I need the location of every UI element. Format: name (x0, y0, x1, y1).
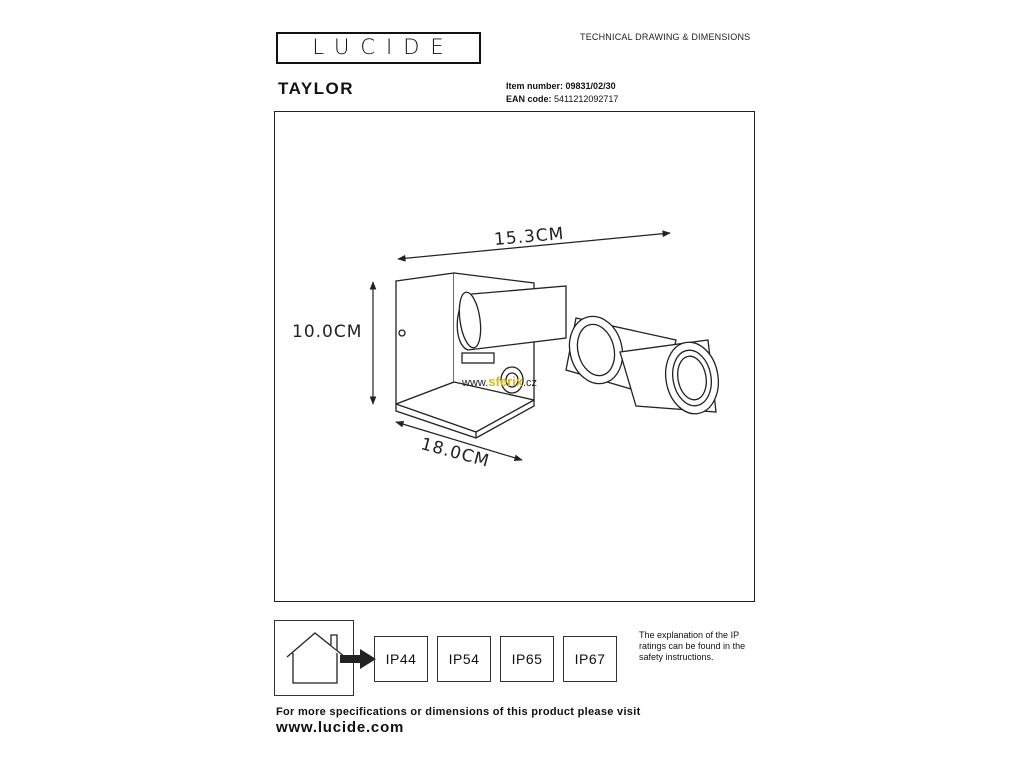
ip-rating-ip54: IP54 (437, 636, 491, 682)
ip-rating-ip65: IP65 (500, 636, 554, 682)
ean-value: 5411212092717 (554, 94, 619, 104)
brand-logo: LUCIDE (276, 32, 481, 64)
dimension-height-label: 10.0CM (292, 322, 363, 342)
item-number-label: Item number: (506, 81, 564, 91)
watermark-prefix: www. (462, 377, 489, 389)
ean-row: EAN code: 5411212092717 (506, 93, 618, 106)
footer-url-link[interactable]: www.lucide.com (276, 719, 405, 736)
watermark: www.sferix.cz (462, 374, 537, 389)
item-number-value: 09831/02/30 (565, 81, 616, 91)
technical-drawing-frame (274, 111, 755, 602)
item-number-row: Item number: 09831/02/30 (506, 80, 618, 93)
watermark-brand: sferix (488, 374, 523, 389)
document-title: TECHNICAL DRAWING & DIMENSIONS (580, 32, 751, 42)
arrow-right-icon (340, 649, 376, 669)
ean-label: EAN code: (506, 94, 552, 104)
ip-rating-ip44: IP44 (374, 636, 428, 682)
house-icon (286, 632, 346, 684)
ip-rating-note: The explanation of the IP ratings can be… (639, 630, 746, 662)
product-name: TAYLOR (278, 79, 355, 98)
ip-rating-ip67: IP67 (563, 636, 617, 682)
watermark-suffix: .cz (522, 377, 538, 389)
footer-text: For more specifications or dimensions of… (276, 706, 641, 718)
product-meta: Item number: 09831/02/30 EAN code: 54112… (506, 80, 618, 106)
